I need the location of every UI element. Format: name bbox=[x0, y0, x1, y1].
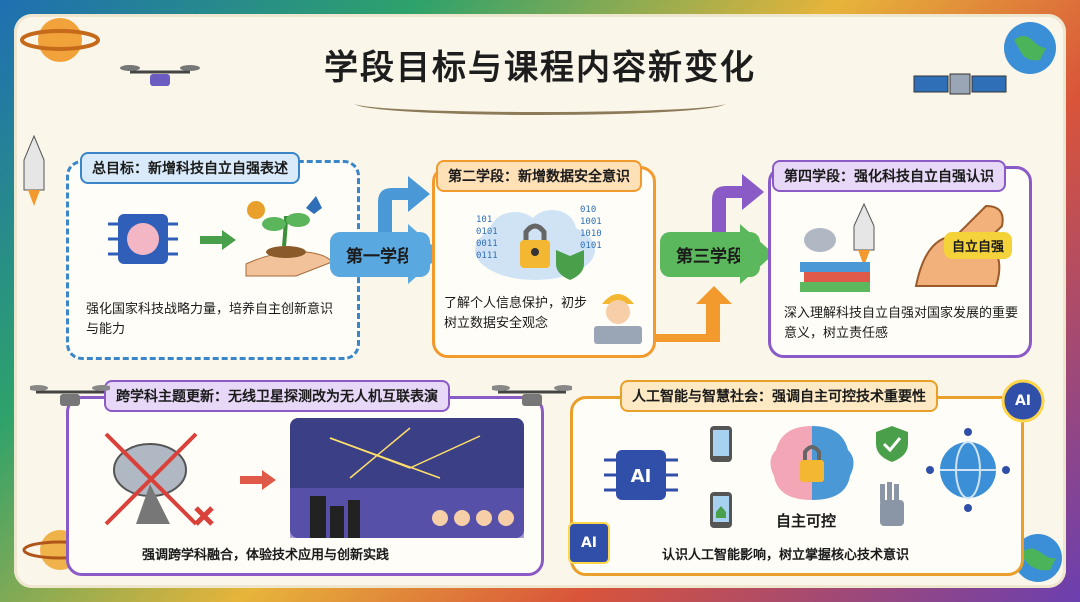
satellite-icon bbox=[912, 50, 1008, 120]
drone-show-scene bbox=[290, 418, 524, 538]
arrow-orange-icon bbox=[654, 284, 734, 344]
network-globe-icon bbox=[924, 426, 1012, 514]
ai-society-text: 认识人工智能影响，树立掌握核心技术意识 bbox=[662, 548, 910, 563]
drone-left-icon bbox=[30, 378, 110, 418]
cloud-lock-icon bbox=[470, 200, 600, 290]
stage2-heading: 第二学段：新增数据安全意识 bbox=[436, 160, 642, 192]
drone-icon bbox=[120, 58, 200, 98]
stage4-text: 深入理解科技自立自强对国家发展的重要意义，树立责任感 bbox=[784, 306, 1019, 341]
smart-home-phone-icon bbox=[706, 490, 736, 530]
hand-sprout-icon bbox=[236, 190, 336, 286]
binary-right: 010 1001 1010 0101 bbox=[580, 205, 602, 251]
arrow-up-purple-icon bbox=[698, 166, 768, 246]
gear-ai-icon bbox=[1000, 378, 1046, 424]
robot-hand-icon bbox=[870, 480, 914, 530]
svg-text:AI: AI bbox=[631, 466, 652, 487]
ai-chip-icon: AI bbox=[596, 430, 686, 520]
globe-icon bbox=[1000, 18, 1060, 78]
autonomous-control-label: 自主可控 bbox=[776, 512, 837, 530]
drone-right-icon bbox=[492, 378, 572, 418]
binary-left: 101 0101 0011 0111 bbox=[476, 215, 498, 261]
satellite-dish-crossed-icon bbox=[100, 424, 220, 534]
overall-goal-heading: 总目标：新增科技自立自强表述 bbox=[80, 152, 300, 184]
page-title: 学段目标与课程内容新变化 bbox=[324, 48, 756, 88]
phone-icon bbox=[706, 424, 736, 464]
interdisciplinary-heading: 跨学科主题更新：无线卫星探测改为无人机互联表演 bbox=[104, 380, 450, 412]
ai-chip-corner: AI bbox=[568, 522, 610, 564]
arrow-up-blue-icon bbox=[364, 168, 434, 248]
stage4-heading: 第四学段：强化科技自立自强认识 bbox=[772, 160, 1006, 192]
overall-goal-text: 强化国家科技战略力量，培养自主创新意识与能力 bbox=[86, 302, 334, 337]
self-reliance-badge: 自立自强 bbox=[944, 232, 1013, 259]
title-ribbon bbox=[355, 92, 725, 115]
earth-bottom-icon bbox=[1010, 530, 1066, 586]
brain-lock-icon bbox=[762, 420, 862, 506]
stage2-text: 了解个人信息保护，初步树立数据安全观念 bbox=[444, 296, 588, 331]
planet-icon bbox=[20, 10, 100, 70]
stage1-arrow-head bbox=[408, 224, 442, 284]
ai-society-heading: 人工智能与智慧社会：强调自主可控技术重要性 bbox=[620, 380, 938, 412]
arrow-right-icon bbox=[198, 228, 238, 252]
stage3-arrow-head bbox=[740, 224, 774, 284]
interdisciplinary-text: 强调跨学科融合，体验技术应用与创新实践 bbox=[142, 548, 390, 563]
books-rocket-icon bbox=[794, 196, 904, 296]
rocket-icon bbox=[14, 130, 54, 210]
child-laptop-icon bbox=[588, 284, 648, 346]
shield-check-icon bbox=[872, 424, 912, 464]
gear-ai-label: AI bbox=[1014, 393, 1032, 409]
arrow-right-red-icon bbox=[238, 468, 278, 492]
brain-chip-icon bbox=[98, 200, 188, 280]
